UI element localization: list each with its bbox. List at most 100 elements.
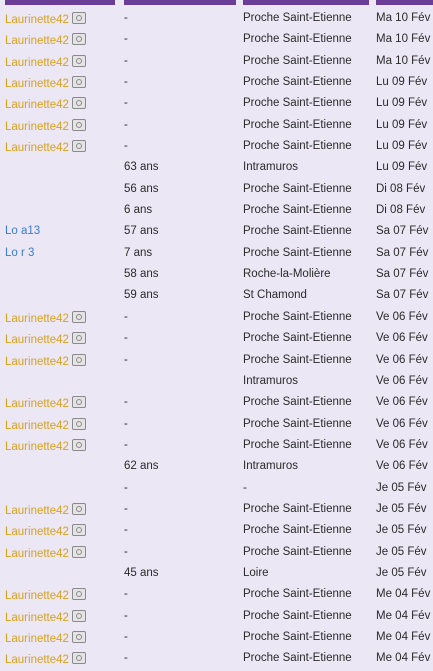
username-link[interactable]: Laurinette42 <box>5 78 69 91</box>
age-cell: - <box>124 33 128 46</box>
username-link[interactable]: Lo a13 <box>5 225 41 238</box>
username-link[interactable]: Laurinette42 <box>5 355 69 368</box>
username-cell: Laurinette42 <box>5 140 115 154</box>
date-cell: Ve 06 Fév <box>376 374 428 387</box>
username-link[interactable]: Laurinette42 <box>5 654 69 667</box>
camera-icon[interactable] <box>71 332 86 345</box>
location-cell: Proche Saint-Etienne <box>243 396 352 409</box>
column-header-user[interactable] <box>5 0 115 5</box>
username-link[interactable]: Laurinette42 <box>5 120 69 133</box>
camera-icon[interactable] <box>71 33 86 46</box>
username-link[interactable]: Laurinette42 <box>5 590 69 603</box>
date-cell: Me 04 Fév <box>376 588 431 601</box>
date-cell: Sa 07 Fév <box>376 246 429 259</box>
username-link[interactable]: Laurinette42 <box>5 526 69 539</box>
username-link[interactable]: Laurinette42 <box>5 334 69 347</box>
username-link[interactable]: Laurinette42 <box>5 611 69 624</box>
camera-icon[interactable] <box>71 118 86 131</box>
username-cell: Laurinette42 <box>5 438 115 453</box>
column-header-location[interactable] <box>243 0 369 5</box>
username-link[interactable]: Laurinette42 <box>5 440 69 453</box>
username-cell: Laurinette42 <box>5 609 115 624</box>
camera-icon[interactable] <box>71 438 86 451</box>
camera-icon[interactable] <box>71 502 86 515</box>
location-cell: Proche Saint-Etienne <box>243 609 352 622</box>
date-cell: Lu 09 Fév <box>376 118 428 131</box>
age-cell: 6 ans <box>124 204 153 217</box>
username-cell: Laurinette42 <box>5 630 115 645</box>
username-link[interactable]: Laurinette42 <box>5 312 69 325</box>
column-header-age[interactable] <box>124 0 236 5</box>
date-cell: Di 08 Fév <box>376 182 426 195</box>
username-link[interactable]: Laurinette42 <box>5 398 69 411</box>
camera-icon[interactable] <box>71 97 86 110</box>
username-link[interactable]: Laurinette42 <box>5 56 69 69</box>
camera-icon[interactable] <box>71 524 86 537</box>
age-cell: - <box>124 588 128 601</box>
age-cell: 57 ans <box>124 225 159 238</box>
column-header-date[interactable] <box>376 0 433 5</box>
username-cell: Laurinette42 <box>5 12 115 26</box>
username-link[interactable]: Lo r 3 <box>5 246 35 259</box>
camera-icon[interactable] <box>71 588 86 601</box>
age-cell: - <box>124 630 128 643</box>
camera-icon[interactable] <box>71 417 86 430</box>
username-link[interactable]: Laurinette42 <box>5 504 69 517</box>
date-cell: Me 04 Fév <box>376 630 431 643</box>
date-cell: Ve 06 Fév <box>376 438 428 451</box>
username-link[interactable]: Laurinette42 <box>5 632 69 645</box>
username-link[interactable]: Laurinette42 <box>5 35 69 48</box>
username-link[interactable]: Laurinette42 <box>5 99 69 112</box>
username-link[interactable]: Laurinette42 <box>5 14 69 26</box>
username-link[interactable]: Laurinette42 <box>5 547 69 560</box>
date-cell: Ve 06 Fév <box>376 460 428 473</box>
camera-icon[interactable] <box>71 76 86 89</box>
camera-icon[interactable] <box>71 353 86 366</box>
camera-icon[interactable] <box>71 652 86 665</box>
table-row[interactable]: --Je 05 Fév <box>0 479 433 500</box>
username-link[interactable]: Laurinette42 <box>5 142 69 155</box>
age-cell: - <box>124 140 128 153</box>
camera-icon[interactable] <box>71 630 86 643</box>
username-link[interactable]: Laurinette42 <box>5 419 69 432</box>
camera-icon[interactable] <box>71 54 86 67</box>
camera-icon[interactable] <box>71 396 86 409</box>
camera-icon[interactable] <box>71 140 86 153</box>
camera-icon[interactable] <box>71 12 86 24</box>
camera-icon[interactable] <box>71 310 86 323</box>
username-cell: Laurinette42 <box>5 588 115 602</box>
camera-icon[interactable] <box>71 545 86 558</box>
camera-icon[interactable] <box>71 609 86 622</box>
username-cell: Laurinette42 <box>5 54 115 69</box>
